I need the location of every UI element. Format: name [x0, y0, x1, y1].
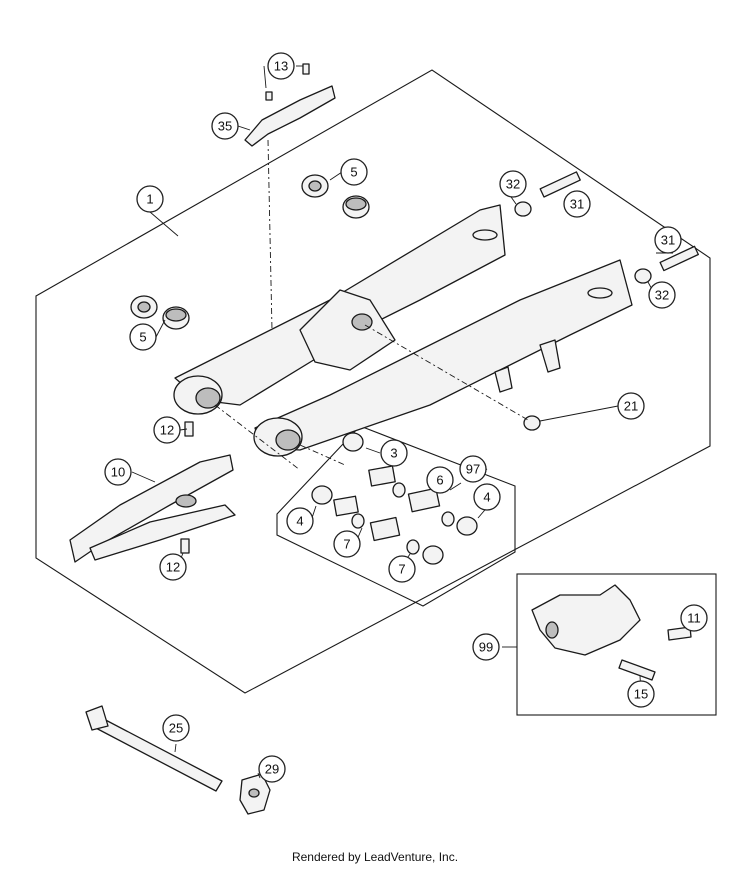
svg-text:1: 1: [146, 192, 153, 207]
callout-35: 35: [211, 112, 239, 140]
pin-31-lower: [659, 245, 699, 272]
svg-text:6: 6: [436, 473, 443, 488]
svg-text:97: 97: [466, 462, 480, 477]
chain-guide-box-99: [516, 573, 717, 716]
bearing-seal-5-upper: [301, 174, 370, 219]
callout-12-upper: 12: [153, 416, 181, 444]
callout-4-right: 4: [473, 483, 501, 511]
callout-10: 10: [104, 458, 132, 486]
callout-31-upper: 31: [563, 190, 591, 218]
callout-13: 13: [267, 52, 295, 80]
svg-text:12: 12: [160, 423, 174, 438]
callout-21: 21: [617, 392, 645, 420]
nut-32-lower: [634, 268, 652, 284]
svg-text:4: 4: [483, 490, 490, 505]
screw-12-lower: [180, 538, 190, 554]
callout-5-lower: 5: [129, 323, 157, 351]
chain-slider-35: [244, 63, 336, 147]
callout-4-left: 4: [286, 507, 314, 535]
callout-32-upper: 32: [499, 170, 527, 198]
nut-32-upper: [514, 201, 532, 217]
nut-21: [523, 415, 541, 431]
svg-text:4: 4: [296, 514, 303, 529]
svg-text:15: 15: [634, 687, 648, 702]
footer-credit: Rendered by LeadVenture, Inc.: [291, 850, 459, 864]
svg-text:12: 12: [166, 560, 180, 575]
svg-text:11: 11: [687, 611, 701, 626]
alignment-line-21: [364, 324, 529, 421]
alignment-line-10: [214, 404, 301, 471]
svg-text:7: 7: [398, 562, 405, 577]
svg-text:3: 3: [390, 446, 397, 461]
chain-guide-99: [531, 584, 692, 681]
svg-text:25: 25: [169, 721, 183, 736]
leader-lines: [131, 65, 695, 779]
svg-text:13: 13: [274, 59, 288, 74]
svg-text:5: 5: [350, 165, 357, 180]
chain-guide-10: [69, 454, 236, 563]
callout-25: 25: [162, 714, 190, 742]
callout-31-lower: 31: [654, 226, 682, 254]
svg-text:32: 32: [506, 177, 520, 192]
svg-text:31: 31: [570, 197, 584, 212]
svg-text:29: 29: [265, 762, 279, 777]
pin-31-upper: [539, 171, 581, 198]
callout-7-left: 7: [333, 530, 361, 558]
svg-text:21: 21: [624, 399, 638, 414]
svg-text:35: 35: [218, 119, 232, 134]
svg-text:7: 7: [343, 537, 350, 552]
alignment-line-35: [267, 139, 273, 331]
svg-text:5: 5: [139, 330, 146, 345]
svg-text:99: 99: [479, 640, 493, 655]
callout-99: 99: [472, 633, 500, 661]
bearing-seal-5-lower: [130, 295, 190, 330]
alignment-line-97: [299, 444, 346, 466]
callout-3: 3: [380, 439, 408, 467]
callout-32-lower: 32: [648, 281, 676, 309]
callout-5-upper: 5: [340, 158, 368, 186]
bearing-kit-parts: [311, 432, 478, 565]
callout-15: 15: [627, 680, 655, 708]
callout-29: 29: [258, 755, 286, 783]
callout-97: 97: [459, 455, 487, 483]
callout-1: 1: [136, 185, 164, 213]
axle-25: [85, 705, 223, 792]
clamp-29: [239, 773, 271, 815]
svg-text:10: 10: [111, 465, 125, 480]
assembly-frame-1: [35, 69, 711, 694]
callout-7-right: 7: [388, 555, 416, 583]
swingarm: [173, 204, 633, 457]
svg-text:32: 32: [655, 288, 669, 303]
callout-12-lower: 12: [159, 553, 187, 581]
callout-6: 6: [426, 466, 454, 494]
callout-11: 11: [680, 604, 708, 632]
svg-text:31: 31: [661, 233, 675, 248]
